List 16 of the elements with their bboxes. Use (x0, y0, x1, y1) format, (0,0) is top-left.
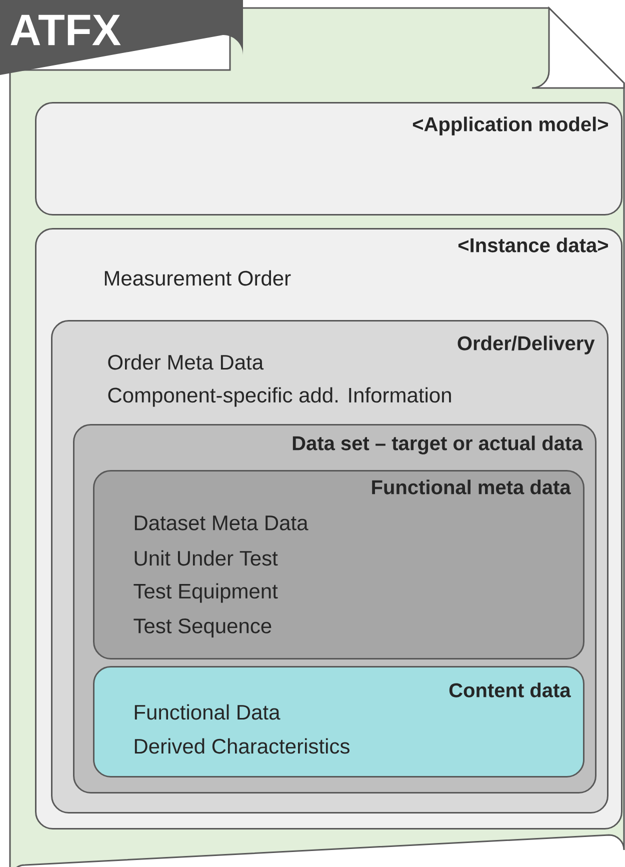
item-text: Derived Characteristics (134, 738, 350, 754)
panel-title: Order/Delivery (458, 336, 595, 354)
panel-title: Data set – target or actual data (292, 436, 583, 454)
panel-title: <Application model> (412, 116, 608, 136)
item-text: Order Meta Data (108, 354, 264, 370)
panel-title: Content data (449, 682, 571, 698)
panel-title: Functional meta data (372, 480, 571, 494)
item-text: Dataset Meta Data (134, 516, 308, 530)
item-text: Measurement Order (104, 270, 291, 286)
item-text: Functional Data (134, 704, 280, 720)
item-text: Unit Under Test (134, 550, 278, 566)
item-text: Component-specific add. Information (108, 387, 451, 407)
item-text: Test Sequence (134, 618, 272, 638)
panel-title: <Instance data> (458, 238, 608, 252)
item-text: Test Equipment (134, 583, 278, 603)
title-tab: ATFX (0, 0, 243, 75)
